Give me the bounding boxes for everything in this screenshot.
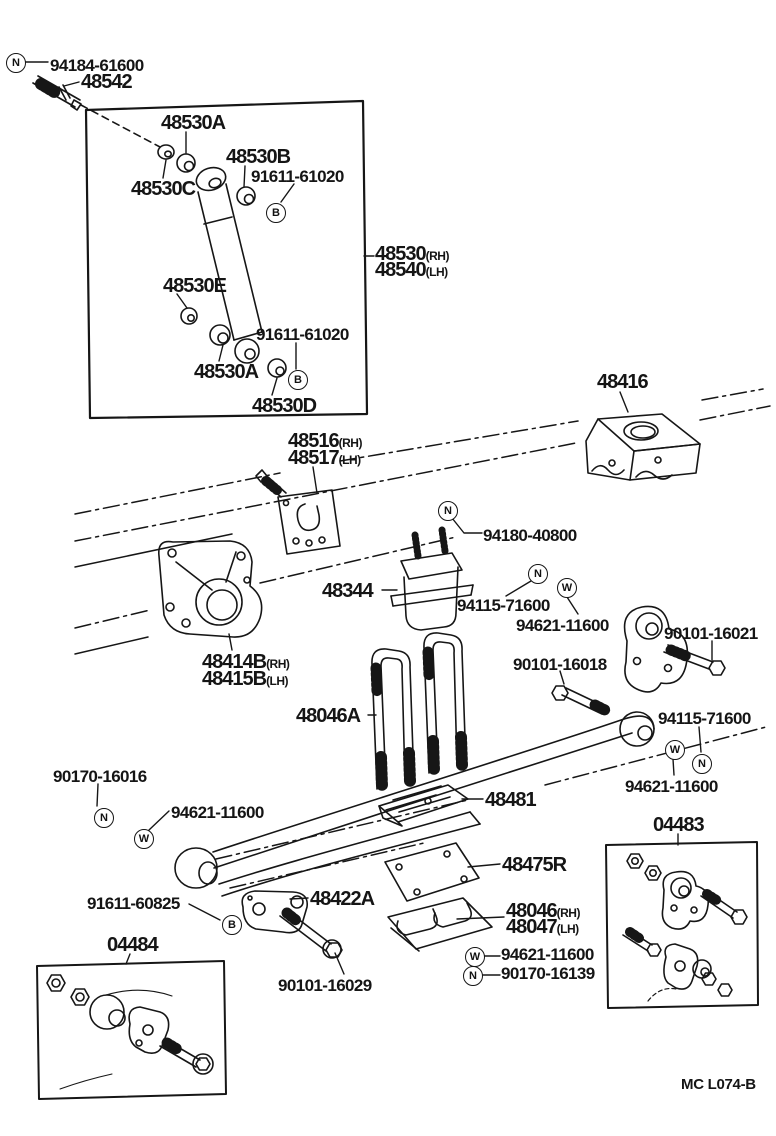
bushing-48530b (236, 186, 256, 206)
marker-letter: N (698, 758, 706, 770)
marker-letter: N (100, 812, 108, 824)
inset-box-shock (84, 99, 369, 420)
washer-48530d (267, 358, 287, 378)
shackle-assembly (623, 605, 689, 693)
washer-48530c (157, 144, 175, 160)
frame-rail-lines (74, 388, 771, 889)
kit-box-04483 (605, 841, 759, 1009)
bolt-90101-16018 (551, 685, 611, 716)
bump-stop-48344 (390, 526, 474, 631)
nut-marker-5: N (94, 808, 114, 828)
label-94180-40800: 94180-40800 (483, 526, 577, 545)
marker-letter: B (228, 919, 236, 931)
label-48530a: 48530A (161, 112, 226, 134)
marker-letter: B (294, 374, 302, 386)
label-48530c: 48530C (131, 178, 196, 200)
leader-lines (24, 61, 713, 976)
marker-letter: N (469, 970, 477, 982)
label-94184-61600: 94184-61600 (50, 56, 144, 75)
label-48530a-2: 48530A (194, 361, 259, 383)
marker-letter: N (534, 568, 542, 580)
spring-hanger-48414b (157, 540, 263, 638)
label-91611-61020-2: 91611-61020 (256, 325, 349, 344)
kit-box-04484 (36, 960, 227, 1100)
label-04484: 04484 (107, 934, 159, 956)
label-90101-16018: 90101-16018 (513, 655, 607, 674)
plate-48475r (384, 842, 480, 902)
label-48530e: 48530E (163, 275, 227, 297)
bolt-marker-3: B (222, 915, 242, 935)
marker-letter: N (444, 505, 452, 517)
label-48415b-lh: 48415B(LH) (202, 668, 289, 690)
clamp-plate-48046 (387, 897, 493, 952)
label-94115-71600: 94115-71600 (457, 596, 550, 615)
label-90101-16021: 90101-16021 (664, 624, 758, 643)
label-91611-60825: 91611-60825 (87, 894, 180, 913)
label-48540-lh: 48540(LH) (375, 259, 448, 281)
marker-letter: N (12, 57, 20, 69)
label-94621-11600: 94621-11600 (516, 616, 609, 635)
washer-marker-3: W (134, 829, 154, 849)
label-48530b: 48530B (226, 146, 291, 168)
bolt-90101-16029 (279, 907, 343, 959)
u-bolts-48046a (370, 632, 468, 792)
label-48542: 48542 (81, 71, 133, 93)
page-code: MC L074-B (681, 1076, 756, 1093)
label-90170-16139: 90170-16139 (501, 964, 595, 983)
label-94115-71600-2: 94115-71600 (658, 709, 751, 728)
label-48530-rh: 48530(RH) (375, 243, 449, 265)
washer-48530e (180, 307, 198, 325)
label-48517-lh: 48517(LH) (288, 447, 361, 469)
washer-marker-4: W (465, 947, 485, 967)
washer-marker: W (557, 578, 577, 598)
label-48046a: 48046A (296, 705, 361, 727)
nut-marker-2: N (438, 501, 458, 521)
label-90101-16029: 90101-16029 (278, 976, 372, 995)
label-94621-11600-3: 94621-11600 (171, 803, 264, 822)
bolt-90101-16021 (663, 644, 726, 676)
nut-marker-6: N (463, 966, 483, 986)
marker-letter: W (561, 582, 573, 594)
spring-seat-48481 (378, 784, 469, 827)
bolt-marker: B (266, 203, 286, 223)
bracket-48516 (255, 469, 341, 555)
nut-marker-3: N (528, 564, 548, 584)
stud-48542 (32, 75, 161, 148)
label-48516-rh: 48516(RH) (288, 430, 362, 452)
label-48416: 48416 (597, 371, 649, 393)
bolt-marker-2: B (288, 370, 308, 390)
label-48414b-rh: 48414B(RH) (202, 651, 290, 673)
label-94621-11600-2: 94621-11600 (625, 777, 718, 796)
shock-absorber (157, 144, 287, 378)
bracket-48416 (585, 413, 701, 481)
label-90170-16016: 90170-16016 (53, 767, 147, 786)
label-94621-11600-4: 94621-11600 (501, 945, 594, 964)
label-48530d: 48530D (252, 395, 317, 417)
label-48046-rh: 48046(RH) (506, 900, 580, 922)
plate-48422a (241, 890, 309, 934)
label-48475r: 48475R (502, 854, 567, 876)
label-48344: 48344 (322, 580, 374, 602)
bushing-48530a-top (176, 153, 196, 173)
marker-letter: W (669, 744, 681, 756)
marker-letter: W (469, 951, 481, 963)
label-48481: 48481 (485, 789, 537, 811)
label-04483: 04483 (653, 814, 705, 836)
label-48047-lh: 48047(LH) (506, 916, 579, 938)
bushing-48530a-bottom (209, 324, 231, 346)
marker-letter: B (272, 207, 280, 219)
label-91611-61020: 91611-61020 (251, 167, 344, 186)
nut-marker-4: N (692, 754, 712, 774)
label-48422a: 48422A (310, 888, 375, 910)
nut-marker: N (6, 53, 26, 73)
marker-letter: W (138, 833, 150, 845)
washer-marker-2: W (665, 740, 685, 760)
